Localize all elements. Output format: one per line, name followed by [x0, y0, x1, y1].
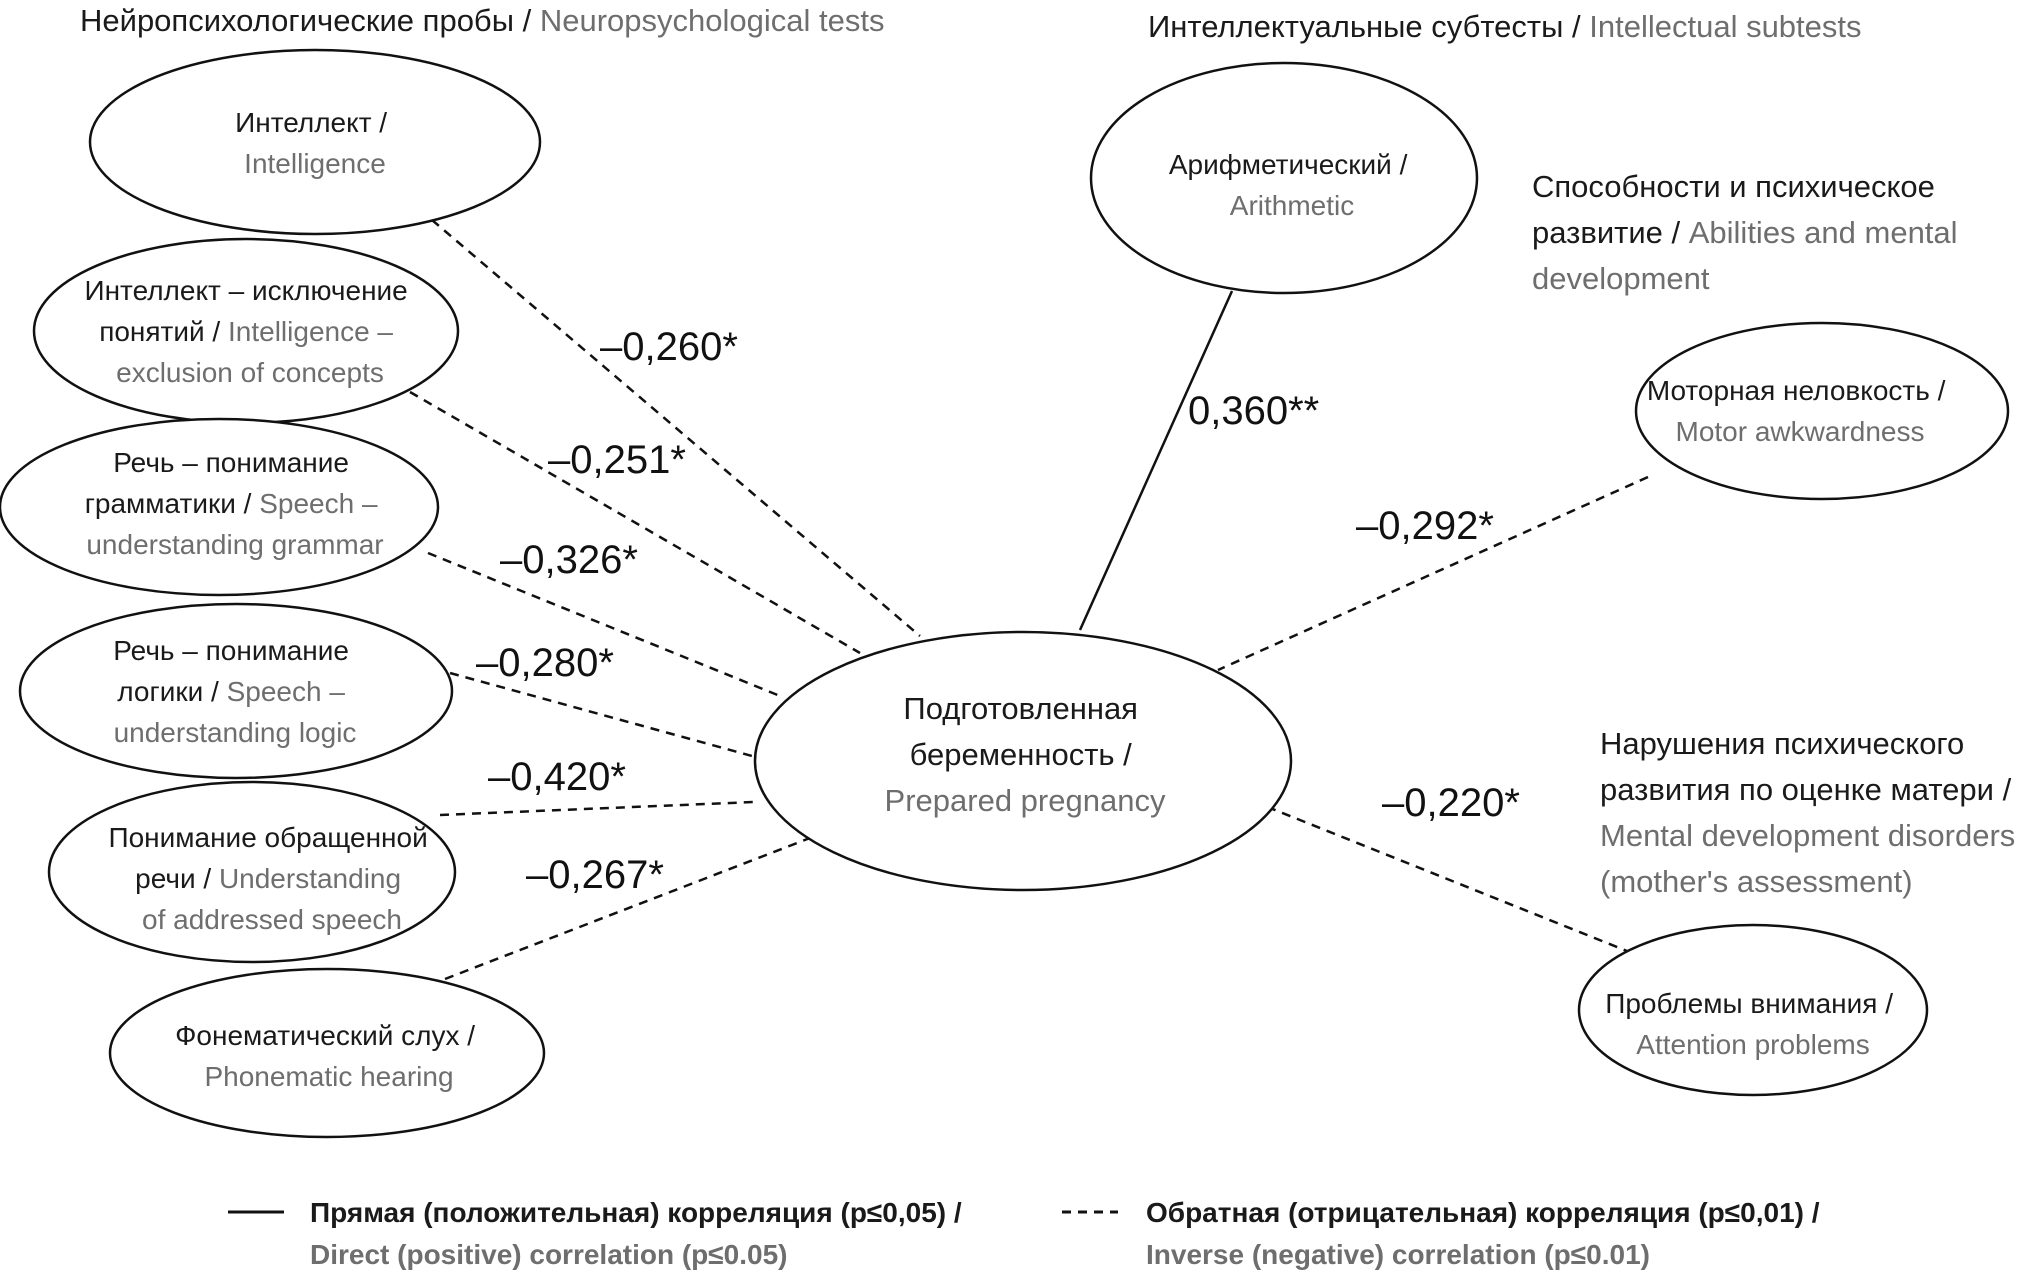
corr-grammar: –0,326*: [500, 538, 638, 582]
label-exclusion: Интеллект – исключение понятий / Intelli…: [84, 275, 415, 388]
corr-logic: –0,280*: [476, 641, 614, 685]
label-logic: Речь – понимание логики / Speech – under…: [113, 635, 357, 748]
line-exclusion: [409, 390, 861, 655]
legend-direct: Прямая (положительная) корреляция (p≤0,0…: [310, 1197, 969, 1270]
node-grammar: [0, 417, 440, 597]
corr-arithmetic: 0,360**: [1188, 389, 1319, 433]
label-attention: Проблемы внимания / Attention problems: [1605, 988, 1901, 1060]
node-labels: Интеллект / Intelligence Интеллект – иск…: [84, 107, 1953, 1092]
header-neuro: Нейропсихологические пробы / Neuropsycho…: [80, 3, 884, 38]
label-phonematic: Фонематический слух / Phonematic hearing: [175, 1020, 483, 1092]
node-center: [753, 630, 1293, 892]
corr-phonematic: –0,267*: [526, 853, 664, 897]
corr-addressed: –0,420*: [488, 755, 626, 799]
line-phonematic: [444, 836, 811, 981]
node-addressed: [47, 780, 457, 964]
line-attention: [1269, 806, 1633, 955]
node-attention: [1577, 923, 1929, 1097]
line-logic: [449, 671, 753, 758]
label-intelligence: Интеллект / Intelligence: [235, 107, 395, 179]
legend-inverse: Обратная (отрицательная) корреляция (p≤0…: [1146, 1197, 1827, 1270]
line-intelligence: [431, 219, 921, 637]
header-abilities: Способности и психическое развитие / Abi…: [1532, 169, 1966, 296]
line-addressed: [439, 800, 755, 817]
label-grammar: Речь – понимание грамматики / Speech – u…: [85, 447, 386, 560]
node-logic: [18, 602, 454, 780]
label-addressed: Понимание обращенной речи / Understandin…: [108, 822, 435, 935]
label-arithmetic: Арифметический / Arithmetic: [1169, 149, 1415, 221]
nodes: [0, 48, 2010, 1139]
node-arithmetic: [1089, 61, 1479, 295]
node-motor: [1634, 321, 2010, 501]
corr-attention: –0,220*: [1382, 781, 1520, 825]
line-arithmetic: [1078, 290, 1234, 631]
corr-exclusion: –0,251*: [548, 438, 686, 482]
legend: Прямая (положительная) корреляция (p≤0,0…: [228, 1197, 1827, 1270]
correlation-labels: –0,260* –0,251* –0,326* –0,280* –0,420* …: [476, 325, 1520, 897]
node-intelligence: [88, 48, 542, 236]
label-motor: Моторная неловкость / Motor awkwardness: [1647, 375, 1953, 447]
node-phonematic: [108, 967, 546, 1139]
header-intellect: Интеллектуальные субтесты / Intellectual…: [1148, 9, 1862, 44]
header-disorders: Нарушения психического развития по оценк…: [1600, 726, 2024, 899]
line-motor: [1217, 475, 1649, 672]
connectors: [409, 219, 1649, 981]
corr-intelligence: –0,260*: [600, 325, 738, 369]
label-center: Подготовленная беременность / Prepared p…: [885, 691, 1166, 818]
corr-motor: –0,292*: [1356, 504, 1494, 548]
group-headers: Нейропсихологические пробы / Neuropsycho…: [80, 3, 2024, 899]
